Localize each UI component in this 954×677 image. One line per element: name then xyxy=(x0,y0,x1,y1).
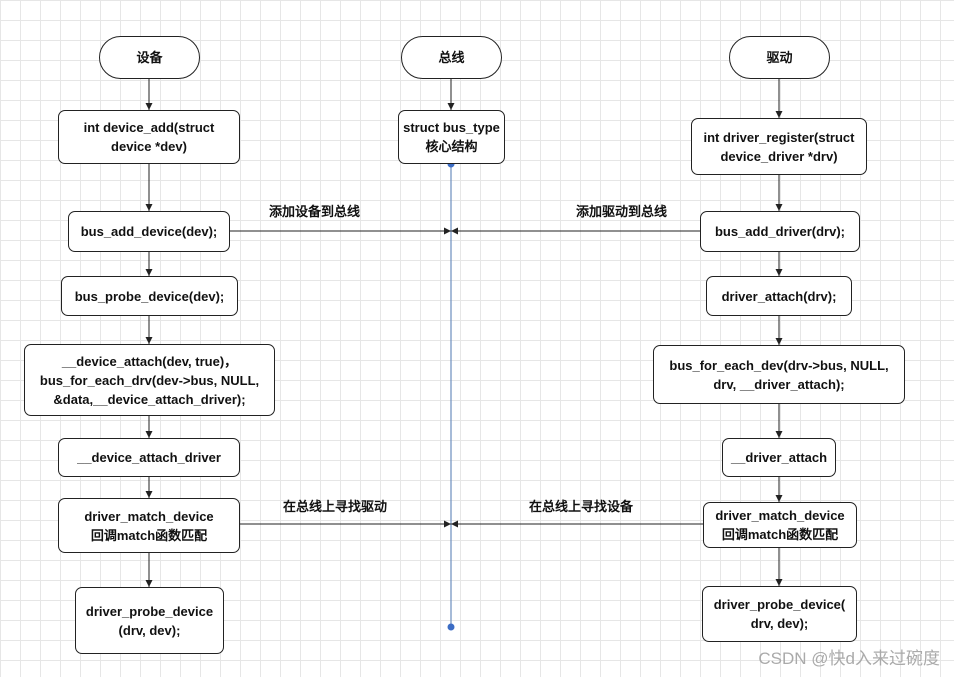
node-bus-add-driver: bus_add_driver(drv); xyxy=(700,211,860,252)
node-bus-add-device-label: bus_add_device(dev); xyxy=(80,224,218,239)
node-device-match-line-1: driver_match_device xyxy=(84,508,214,524)
node-driver-attach-inner: __driver_attach xyxy=(722,438,836,477)
node-driver-match: driver_match_device 回调match函数匹配 xyxy=(703,502,857,548)
node-device-attach: __device_attach(dev, true)， bus_for_each… xyxy=(24,344,275,416)
node-device-attach-driver: __device_attach_driver xyxy=(58,438,240,477)
node-driver-probe: driver_probe_device( drv, dev); xyxy=(702,586,857,642)
node-device-attach-driver-label: __device_attach_driver xyxy=(77,450,221,465)
column-header-driver-label: 驱动 xyxy=(766,50,793,65)
edge-label-find-driver: 在总线上寻找驱动 xyxy=(283,499,388,514)
node-device-attach-line-1: __device_attach(dev, true)， xyxy=(61,353,238,369)
node-driver-match-line-1: driver_match_device xyxy=(715,508,845,523)
node-bus-for-each-dev-line-2: drv, __driver_attach); xyxy=(713,376,845,392)
node-device-match: driver_match_device 回调match函数匹配 xyxy=(58,498,240,553)
edge-label-add-device: 添加设备到总线 xyxy=(269,204,361,219)
node-bus-probe-device-label: bus_probe_device(dev); xyxy=(74,288,225,304)
node-bus-add-device: bus_add_device(dev); xyxy=(68,211,230,252)
node-bus-type-line-1: struct bus_type xyxy=(403,120,500,135)
node-driver-register-line-2: device_driver *drv) xyxy=(720,148,838,164)
node-bus-for-each-dev-line-1: bus_for_each_dev(drv->bus, NULL, xyxy=(669,357,889,373)
edge-label-add-driver: 添加驱动到总线 xyxy=(576,204,668,219)
node-device-add-line-2: device *dev) xyxy=(111,139,187,154)
node-device-probe-line-2: (drv, dev); xyxy=(118,622,181,638)
node-bus-probe-device: bus_probe_device(dev); xyxy=(61,276,238,316)
node-driver-attach-label: driver_attach(drv); xyxy=(721,288,837,304)
edge-label-find-device: 在总线上寻找设备 xyxy=(529,499,634,514)
node-driver-register-line-1: int driver_register(struct xyxy=(703,129,855,145)
column-header-driver: 驱动 xyxy=(729,36,830,79)
node-driver-match-line-2: 回调match函数匹配 xyxy=(721,527,839,542)
node-bus-for-each-dev: bus_for_each_dev(drv->bus, NULL, drv, __… xyxy=(653,345,905,404)
node-bus-type-line-2: 核心结构 xyxy=(425,139,478,154)
node-device-match-line-2: 回调match函数匹配 xyxy=(90,527,208,543)
column-header-device: 设备 xyxy=(99,36,200,79)
node-driver-probe-line-2: drv, dev); xyxy=(750,616,809,631)
node-device-probe-line-1: driver_probe_device xyxy=(85,603,214,619)
node-device-attach-line-2: bus_for_each_drv(dev->bus, NULL, xyxy=(39,372,260,388)
node-bus-add-driver-label: bus_add_driver(drv); xyxy=(714,224,846,239)
column-header-device-label: 设备 xyxy=(136,50,163,65)
column-header-bus: 总线 xyxy=(401,36,502,79)
node-bus-type: struct bus_type 核心结构 xyxy=(398,110,505,164)
node-driver-register: int driver_register(struct device_driver… xyxy=(691,118,867,175)
node-driver-attach: driver_attach(drv); xyxy=(706,276,852,316)
watermark: CSDN @快d入来过碗度 xyxy=(758,649,940,668)
bus-timeline-end-dot xyxy=(447,623,455,631)
node-device-add-line-1: int device_add(struct xyxy=(83,120,215,135)
node-driver-attach-inner-label: __driver_attach xyxy=(730,450,828,465)
node-device-add: int device_add(struct device *dev) xyxy=(58,110,240,164)
column-header-bus-label: 总线 xyxy=(438,50,465,65)
node-device-attach-line-3: &data,__device_attach_driver); xyxy=(53,391,246,407)
node-driver-probe-line-1: driver_probe_device( xyxy=(713,597,846,612)
node-device-probe: driver_probe_device (drv, dev); xyxy=(75,587,224,654)
